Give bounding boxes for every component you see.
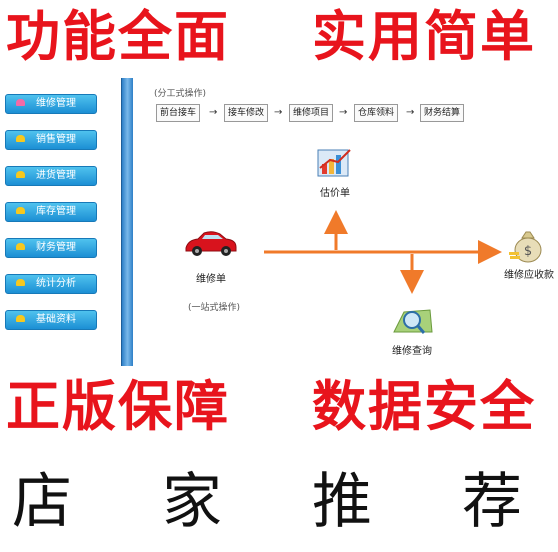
sidebar-item-finance[interactable]: 财务管理 bbox=[5, 238, 97, 258]
sidebar-item-statistics[interactable]: 统计分析 bbox=[5, 274, 97, 294]
workflow-panel: (分工式操作) 前台接车 → 接车修改 → 维修项目 → 仓库领料 → 财务结算 bbox=[134, 76, 558, 368]
sidebar-item-label: 财务管理 bbox=[36, 242, 76, 253]
receivable-label: 维修应收款 bbox=[504, 270, 554, 281]
bullet-icon bbox=[16, 279, 25, 286]
bullet-icon bbox=[16, 207, 25, 214]
arrow-right-icon: → bbox=[274, 107, 283, 118]
banner-full-featured: 功能全面 bbox=[6, 5, 230, 68]
bottom-char: 店 bbox=[12, 467, 72, 537]
svg-text:$: $ bbox=[524, 244, 532, 259]
step-repair-items[interactable]: 维修项目 bbox=[289, 104, 334, 122]
mid-banner: 正版保障 数据安全 bbox=[0, 372, 558, 444]
magnifier-icon[interactable] bbox=[390, 302, 436, 344]
step-front-desk[interactable]: 前台接车 bbox=[156, 104, 201, 122]
estimate-label: 估价单 bbox=[320, 188, 350, 199]
step-edit-receipt[interactable]: 接车修改 bbox=[224, 104, 269, 122]
bottom-banner: 店 家 推 荐 bbox=[0, 462, 558, 542]
arrow-right-icon: → bbox=[406, 107, 415, 118]
flow-arrows bbox=[264, 210, 502, 294]
bullet-icon bbox=[16, 315, 25, 322]
bullet-icon bbox=[16, 171, 25, 178]
step-warehouse-pick[interactable]: 仓库领料 bbox=[354, 104, 399, 122]
sidebar-item-label: 统计分析 bbox=[36, 278, 76, 289]
banner-data-security: 数据安全 bbox=[312, 375, 536, 438]
arrow-right-icon: → bbox=[209, 107, 218, 118]
sidebar: 维修管理 销售管理 进货管理 库存管理 财务管理 统计分析 基础资料 bbox=[0, 76, 120, 368]
split-mode-label: (分工式操作) bbox=[154, 89, 207, 99]
banner-genuine-guarantee: 正版保障 bbox=[6, 375, 230, 438]
repair-order-label: 维修单 bbox=[196, 274, 226, 285]
sidebar-item-inventory[interactable]: 库存管理 bbox=[5, 202, 97, 222]
bottom-char: 家 bbox=[162, 467, 222, 537]
sidebar-item-basic-data[interactable]: 基础资料 bbox=[5, 310, 97, 330]
money-bag-icon[interactable]: $ bbox=[508, 226, 544, 268]
sidebar-item-label: 销售管理 bbox=[36, 134, 76, 145]
sidebar-item-label: 库存管理 bbox=[36, 206, 76, 217]
bullet-icon bbox=[16, 243, 25, 250]
sidebar-item-sales[interactable]: 销售管理 bbox=[5, 130, 97, 150]
sidebar-item-label: 基础资料 bbox=[36, 314, 76, 325]
bullet-icon bbox=[16, 99, 25, 106]
app-screenshot: 维修管理 销售管理 进货管理 库存管理 财务管理 统计分析 基础资料 (分工式操… bbox=[0, 76, 558, 368]
query-label: 维修查询 bbox=[392, 346, 432, 357]
sidebar-splitter[interactable] bbox=[121, 78, 133, 366]
bullet-icon bbox=[16, 135, 25, 142]
top-banner: 功能全面 实用简单 bbox=[0, 2, 558, 72]
sidebar-item-repair[interactable]: 维修管理 bbox=[5, 94, 97, 114]
banner-practical-simple: 实用简单 bbox=[312, 5, 536, 68]
bottom-char: 推 bbox=[312, 467, 372, 537]
sidebar-item-label: 维修管理 bbox=[36, 98, 76, 109]
red-sports-car-icon[interactable] bbox=[184, 230, 238, 262]
one-stop-label: (一站式操作) bbox=[188, 303, 241, 313]
arrow-right-icon: → bbox=[339, 107, 348, 118]
step-financial-settlement[interactable]: 财务结算 bbox=[420, 104, 465, 122]
chart-report-icon[interactable] bbox=[316, 146, 352, 184]
bottom-char: 荐 bbox=[462, 467, 522, 537]
sidebar-item-purchase[interactable]: 进货管理 bbox=[5, 166, 97, 186]
sidebar-item-label: 进货管理 bbox=[36, 170, 76, 181]
